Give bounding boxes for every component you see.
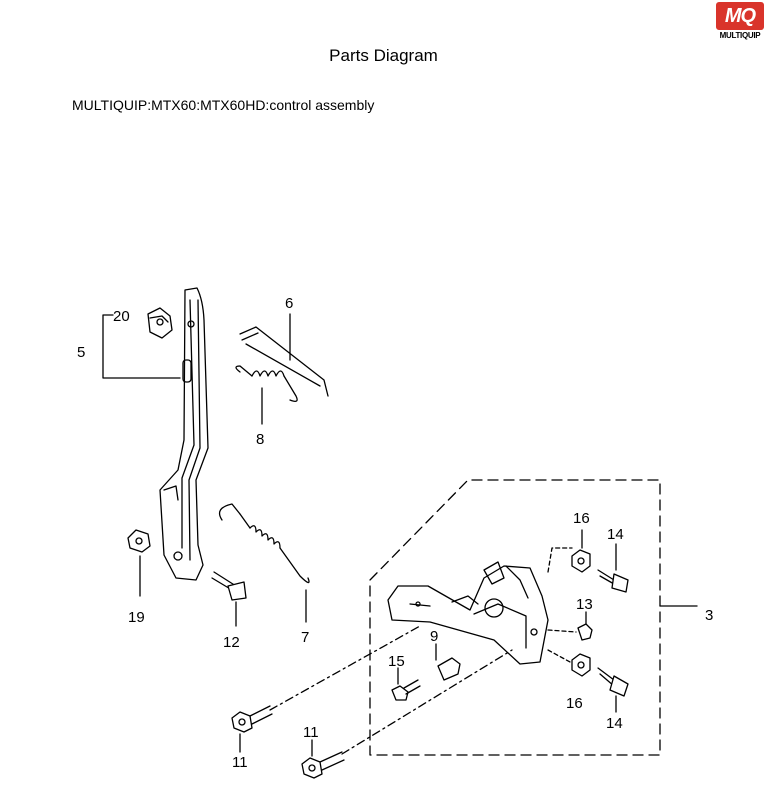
callout-14-lower: 14 [606,715,623,732]
nut-part-16-upper [571,549,591,573]
center-line-11-lower [341,649,513,755]
callout-11-upper: 11 [232,754,248,771]
spring-part-8 [235,365,298,402]
callout-16-upper: 16 [573,510,590,527]
pin-part-12 [211,571,247,601]
logo-wordmark: MULTIQUIP [719,31,761,40]
bolt-part-14-lower [597,667,629,697]
callout-11-lower: 11 [303,724,319,741]
dashed-link-upper [547,547,573,573]
callout-8: 8 [256,431,264,448]
bracket-5 [102,314,181,379]
callout-3: 3 [705,607,713,624]
nut-part-13 [577,623,593,641]
spring-part-7 [218,503,310,584]
callout-7: 7 [301,629,309,646]
collar-part-9 [437,657,461,681]
assembly-boundary-3 [369,479,661,756]
center-line-11-upper [269,625,421,711]
callout-13: 13 [576,596,593,613]
callout-14-upper: 14 [607,526,624,543]
bracket-plate [387,561,549,665]
nut-part-16-lower [571,653,591,677]
callout-5: 5 [77,344,85,361]
multiquip-logo: MQ MULTIQUIP [713,2,767,42]
callout-6: 6 [285,295,293,312]
dashed-link-13 [547,629,577,633]
bolt-part-11-upper [231,705,273,733]
screw-part-15 [391,679,421,701]
rod-part-6 [239,326,329,397]
page-subtitle: MULTIQUIP:MTX60:MTX60HD:control assembly [72,97,375,113]
callout-15: 15 [388,653,405,670]
logo-mark: MQ [716,2,764,30]
nut-part-19 [127,529,151,553]
callout-9: 9 [430,628,438,645]
bolt-part-11-lower [301,751,345,779]
control-lever-part-5 [159,287,209,581]
dashed-link-lower [547,649,571,663]
page-title: Parts Diagram [329,46,438,65]
callout-labels: 20 5 6 8 19 12 7 16 14 3 13 9 15 16 14 1… [77,295,713,771]
callout-12: 12 [223,634,240,651]
callout-19: 19 [128,609,145,626]
callout-20: 20 [113,308,130,325]
bolt-part-14-upper [597,569,629,593]
clip-part-20 [147,307,173,339]
callout-16-lower: 16 [566,695,583,712]
